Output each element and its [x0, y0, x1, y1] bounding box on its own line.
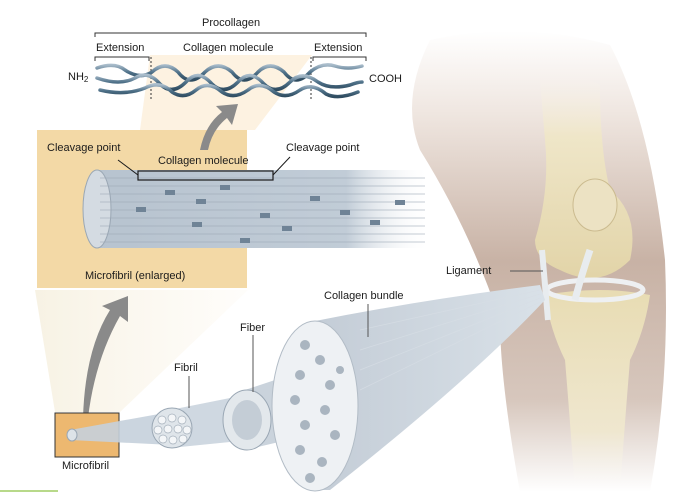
cleavage-point-right-label: Cleavage point: [286, 142, 360, 154]
fibril-label: Fibril: [174, 362, 198, 374]
microfibril-enlarged-caption: Microfibril (enlarged): [85, 270, 186, 282]
microfibril-enlarged-cylinder: [82, 156, 430, 249]
microfibril-strand: [70, 412, 172, 445]
collagen-molecule-label-top: Collagen molecule: [183, 42, 274, 54]
cleavage-point-left-label: Cleavage point: [47, 142, 121, 154]
n-terminus-label: NH2: [68, 71, 88, 86]
projection-cone-lower: [35, 290, 248, 412]
extension-left-label: Extension: [96, 42, 145, 54]
arrow-up-to-helix: [200, 104, 238, 150]
n-terminus-subscript: 2: [83, 75, 89, 84]
femur: [535, 76, 633, 278]
ligament-band: [539, 249, 551, 321]
fiber-label: Fiber: [240, 322, 266, 334]
cleavage-arrow-right: [272, 156, 291, 176]
collagen-molecule-label-panel: Collagen molecule: [158, 155, 249, 167]
microfibril-label: Microfibril: [62, 460, 110, 472]
ligament-label: Ligament: [446, 265, 492, 277]
n-terminus-text: NH: [68, 71, 84, 83]
collagen-bundle-label: Collagen bundle: [324, 290, 404, 302]
bottom-accent-line: [0, 490, 58, 492]
extension-right-label: Extension: [314, 42, 363, 54]
procollagen-triple-helix: [95, 63, 364, 99]
procollagen-label: Procollagen: [202, 17, 261, 29]
cruciate-ligament: [571, 248, 594, 301]
tibia: [545, 290, 650, 492]
collagen-molecule-bracket: [137, 170, 274, 181]
collagen-bundle: [271, 285, 545, 492]
c-terminus-label: COOH: [369, 73, 402, 85]
knee-illustration: [412, 31, 666, 492]
patella: [572, 178, 618, 232]
arrow-up-to-panel: [83, 296, 128, 418]
cleavage-arrow-left: [117, 159, 139, 176]
